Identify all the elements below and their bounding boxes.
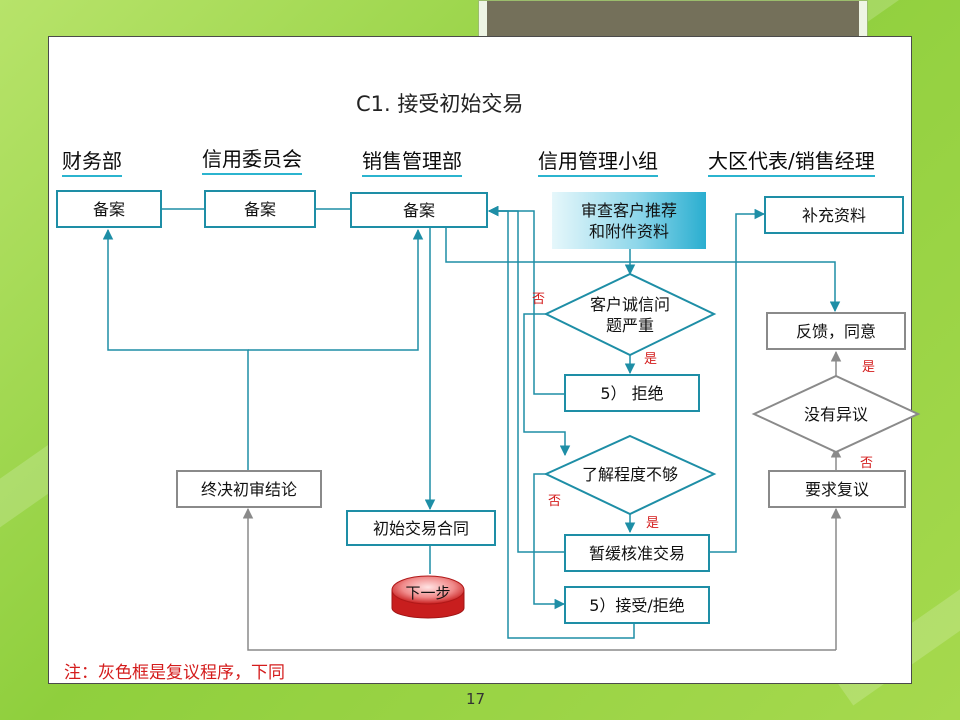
box-suspend: 暂缓核准交易 — [564, 534, 710, 572]
connector — [248, 228, 424, 351]
understanding-diamond-text: 了解程度不够 — [581, 464, 678, 484]
box-accept-reject: 5）接受/拒绝 — [564, 586, 710, 624]
decision-no-objection-diamond — [751, 374, 921, 454]
box-supplement: 补充资料 — [764, 196, 904, 234]
review-docs-line-1: 审查客户推荐 — [580, 200, 677, 220]
label-no-no-objection: 否 — [860, 456, 874, 471]
integrity-line-1: 客户诚信问 — [589, 295, 670, 314]
box-review-docs: 审查客户推荐 和附件资料 — [552, 192, 706, 249]
column-header-credit-committee: 信用委员会 — [202, 146, 302, 175]
connector — [533, 473, 566, 610]
appeal-connector — [242, 507, 836, 651]
connector — [487, 205, 635, 639]
next-step-label: 下一步 — [405, 584, 451, 602]
column-header-credit-group: 信用管理小组 — [538, 148, 658, 177]
box-sales-file: 备案 — [350, 192, 488, 228]
decision-integrity-diamond — [543, 272, 717, 357]
label-no-integrity: 否 — [532, 292, 546, 307]
label-no-understanding: 否 — [548, 494, 562, 509]
box-feedback-agree: 反馈，同意 — [766, 312, 906, 350]
review-docs-line-2: 和附件资料 — [588, 221, 669, 241]
column-header-finance: 财务部 — [62, 148, 122, 177]
box-reject: 5） 拒绝 — [564, 374, 700, 412]
label-yes-no-objection: 是 — [862, 360, 876, 375]
connector — [523, 313, 571, 457]
page-number: 17 — [466, 690, 486, 708]
box-initial-contract: 初始交易合同 — [346, 510, 496, 546]
integrity-diamond-text: 客户诚信问 题严重 — [566, 294, 694, 336]
box-request-review: 要求复议 — [768, 470, 906, 508]
label-yes-understanding: 是 — [646, 516, 660, 531]
column-header-sales-management: 销售管理部 — [362, 148, 462, 177]
box-committee-file: 备案 — [204, 190, 316, 228]
footnote: 注：灰色框是复议程序，下同 — [64, 663, 285, 683]
column-header-regional-rep: 大区代表/销售经理 — [708, 148, 875, 177]
connector — [710, 208, 766, 553]
connector — [445, 228, 841, 313]
integrity-line-2: 题严重 — [605, 316, 654, 335]
box-final-conclusion: 终决初审结论 — [176, 470, 322, 508]
decision-understanding-diamond — [543, 434, 717, 516]
connector — [102, 228, 249, 470]
box-finance-file: 备案 — [56, 190, 162, 228]
slide-panel — [48, 36, 912, 684]
next-step-cylinder — [391, 575, 465, 619]
label-yes-integrity: 是 — [644, 352, 658, 367]
slide-title: C1. 接受初始交易 — [356, 92, 524, 116]
no-objection-diamond-text: 没有异议 — [803, 404, 868, 424]
